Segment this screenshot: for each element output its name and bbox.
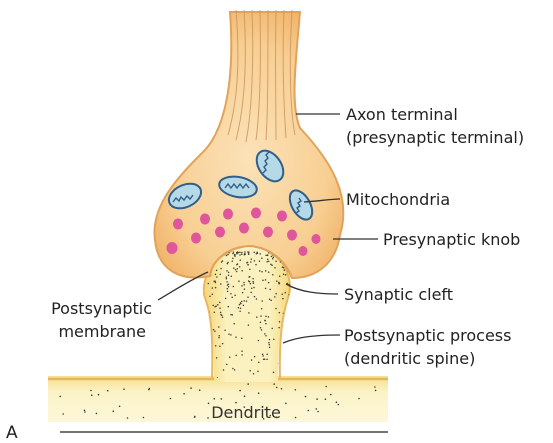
label-presynaptic-knob: Presynaptic knob	[383, 230, 520, 249]
label-postsynaptic-process-line1: Postsynaptic process	[344, 326, 511, 345]
panel-letter: A	[6, 423, 18, 443]
label-axon-terminal-line2: (presynaptic terminal)	[346, 128, 524, 147]
label-synaptic-cleft: Synaptic cleft	[344, 285, 453, 304]
leader-postsynaptic-process	[283, 335, 340, 343]
label-postsynaptic-process-line2: (dendritic spine)	[344, 349, 475, 368]
label-postsynaptic-membrane-line2: membrane	[58, 322, 146, 341]
label-axon-terminal-line1: Axon terminal	[346, 105, 458, 124]
dendritic-spine	[204, 248, 291, 382]
leader-synaptic-cleft	[286, 284, 338, 294]
label-dendrite: Dendrite	[211, 403, 281, 422]
label-postsynaptic-membrane-line1: Postsynaptic	[51, 299, 152, 318]
label-mitochondria: Mitochondria	[346, 190, 450, 209]
